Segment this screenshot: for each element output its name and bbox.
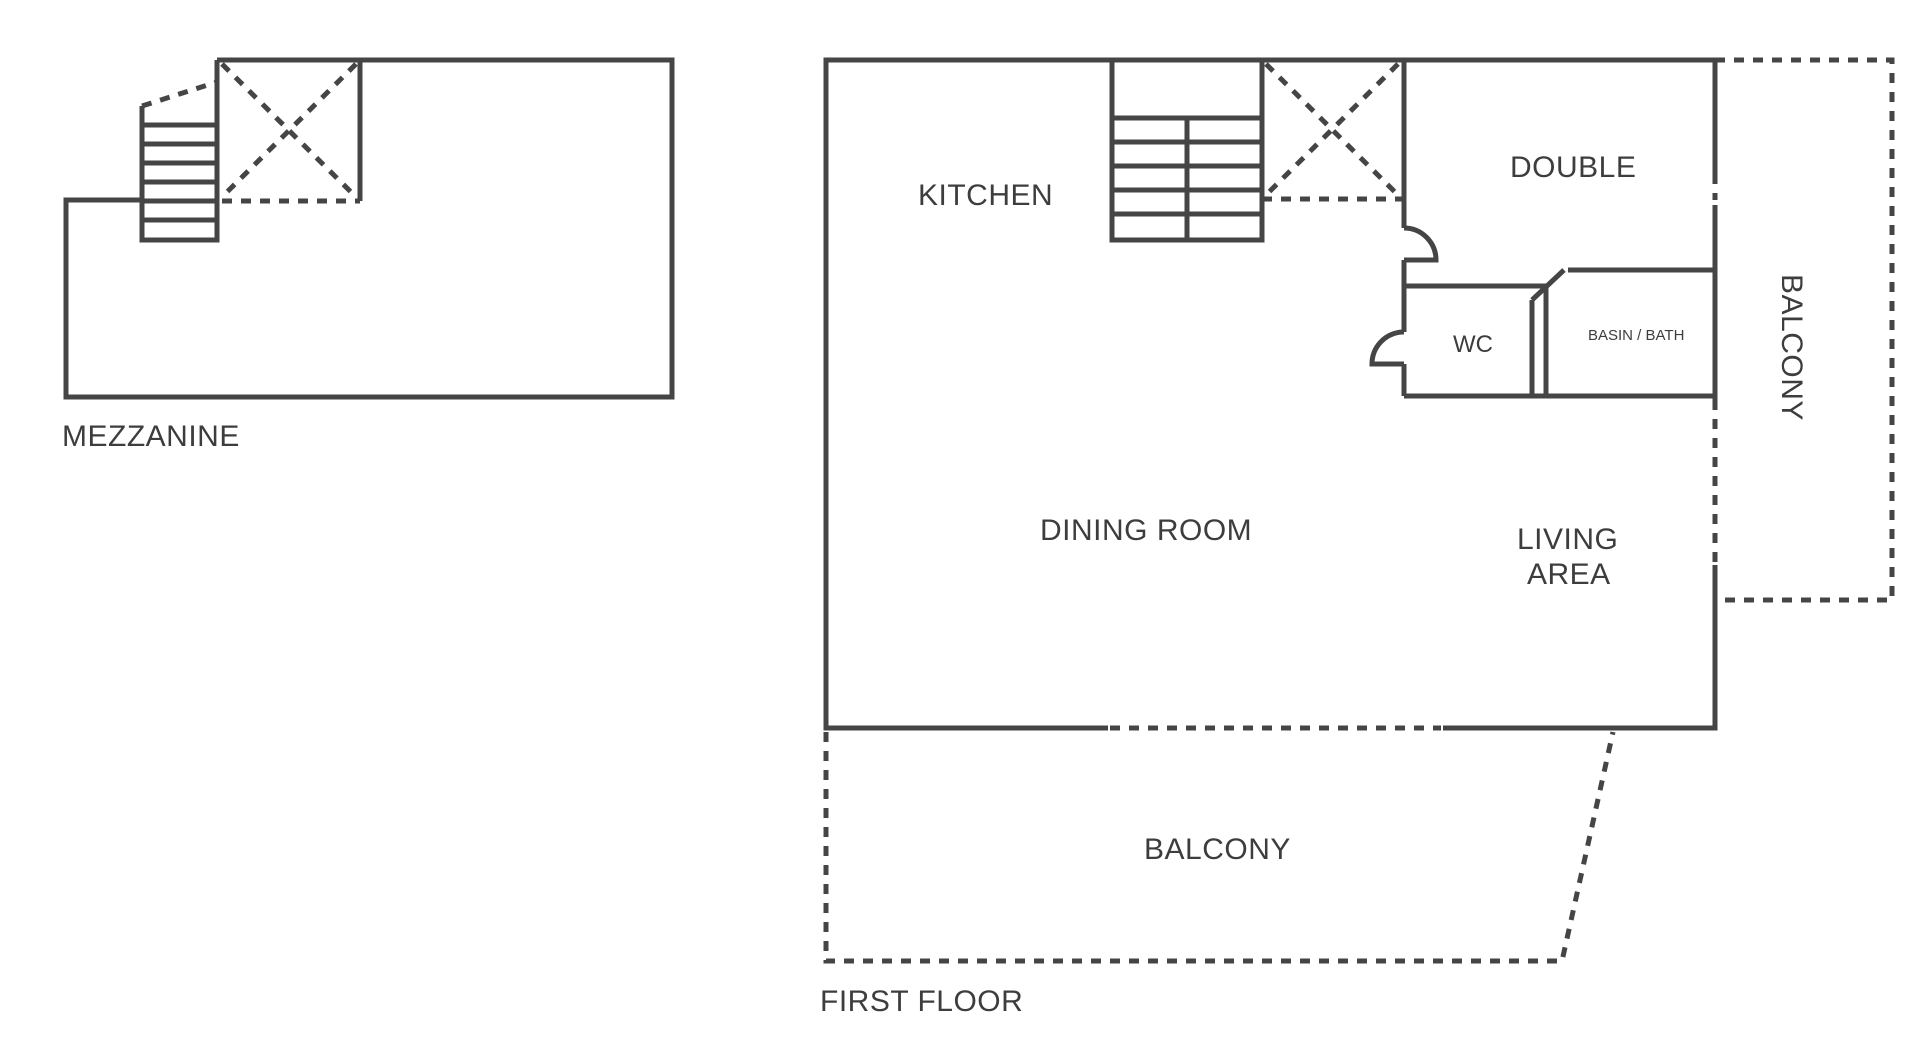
mezzanine-void-right-wall xyxy=(217,57,363,201)
first-floor-right-wall-bottom xyxy=(1443,565,1718,731)
room-label-wc: WC xyxy=(1453,331,1493,358)
wc-door-arc xyxy=(1369,329,1404,367)
first-floor-staircase xyxy=(1109,60,1265,243)
mezzanine-void-cross-b xyxy=(220,62,358,199)
double-room-door-arc xyxy=(1403,225,1439,263)
first-floor-plan: KITCHEN DOUBLE WC BASIN / BATH DINING RO… xyxy=(820,57,1895,1018)
room-label-living-area-line2: AREA xyxy=(1527,558,1611,591)
first-floor-title: FIRST FLOOR xyxy=(820,985,1023,1018)
mezzanine-plan: MEZZANINE xyxy=(62,57,675,453)
room-label-basin-bath: BASIN / BATH xyxy=(1588,327,1684,344)
mezzanine-staircase xyxy=(139,79,220,243)
bath-angled-wall xyxy=(1530,268,1566,302)
mezzanine-outline xyxy=(63,57,675,400)
side-balcony-outline xyxy=(1715,57,1895,603)
room-label-front-balcony: BALCONY xyxy=(1144,833,1291,866)
room-label-living-area-line1: LIVING xyxy=(1517,523,1618,556)
room-label-kitchen: KITCHEN xyxy=(918,179,1053,212)
first-floor-void xyxy=(1262,62,1402,202)
room-label-side-balcony: BALCONY xyxy=(1775,274,1808,421)
mezzanine-void-cross-a xyxy=(220,62,358,199)
mezzanine-title: MEZZANINE xyxy=(62,420,240,453)
room-label-dining-room: DINING ROOM xyxy=(1040,514,1252,547)
room-label-double: DOUBLE xyxy=(1510,151,1636,184)
front-balcony-outline xyxy=(823,731,1616,964)
